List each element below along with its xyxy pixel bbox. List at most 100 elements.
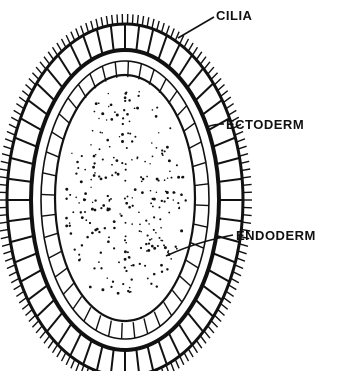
stipple-dot [156,191,158,193]
stipple-dot [122,123,124,125]
stipple-dot [132,205,134,207]
stipple-dot [152,109,154,111]
stipple-dot [134,188,137,191]
ectoderm-cell-wall [59,56,72,77]
stipple-dot [159,206,161,208]
stipple-dot [144,265,146,267]
stipple-dot [128,206,131,209]
stipple-dot [108,106,110,108]
stipple-dot [107,277,109,279]
cilium-stroke [117,14,118,24]
stipple-dot [124,239,126,241]
stipple-dot [156,285,158,287]
stipple-dot [152,156,154,158]
endoderm-cell-wall [84,307,91,321]
ectoderm-cell-wall [37,300,54,317]
ectoderm-cell-wall [59,323,72,344]
stipple-dot [100,207,102,209]
stipple-dot [150,202,152,204]
stipple-dot [140,176,142,178]
stipple-dot [110,286,112,288]
cilia-label: CILIA [216,8,253,23]
endoderm-cell-wall [43,173,57,176]
stipple-dot [95,102,98,105]
ectoderm-cell-wall [16,138,37,147]
stipple-dot [86,236,89,239]
endoderm-cell-wall [173,290,183,302]
stipple-dot [127,132,129,134]
stipple-dot [171,177,173,179]
stipple-dot [132,197,133,198]
stipple-dot [93,155,96,158]
stipple-dot [122,117,124,119]
stipple-dot [100,251,102,253]
stipple-dot [95,154,97,156]
stipple-dot [166,191,169,194]
stipple-dot [120,215,122,217]
stipple-dot [164,179,166,181]
stipple-dot [98,102,100,104]
endoderm-cell-wall [49,251,62,258]
stipple-dot [164,246,167,249]
endoderm-cell-wall [73,297,82,310]
stipple-dot [125,222,127,224]
stipple-dot [139,263,141,265]
stipple-dot [156,178,159,181]
stipple-dot [153,247,156,250]
stipple-dot [119,213,121,215]
stipple-dot [102,158,104,160]
stipple-dot [156,107,158,109]
stipple-dot [161,149,163,151]
stipple-dot [111,174,113,176]
stipple-dot [166,268,168,270]
stipple-dot [94,209,97,212]
stipple-dot [160,227,162,229]
stipple-dot [93,174,96,177]
stipple-dot [124,266,126,268]
stipple-dot [118,261,120,263]
endoderm-cell-wall [44,233,58,237]
ectoderm-cell-wall [208,270,228,282]
endoderm-cell-wall [154,312,160,327]
stipple-dot [139,230,141,232]
ectoderm-cell-wall [47,312,62,331]
stipple-dot [169,170,171,172]
stipple-dot [128,257,130,259]
endoderm-cell-wall [41,194,55,195]
stipple-dot [157,245,159,247]
ectoderm-cell-wall [136,26,139,51]
stipple-dot [65,217,68,220]
stipple-dot [144,161,146,163]
stipple-dot [131,223,133,225]
stipple-dot [90,144,91,145]
ectoderm-cell-wall [29,285,48,299]
ectoderm-cell-wall [71,333,82,355]
ectoderm-cell-wall [195,84,212,101]
endoderm-label: ENDODERM [236,228,316,243]
stipple-dot [105,176,108,179]
stipple-dot [92,202,93,203]
stipple-dot [98,175,100,177]
stipple-dot [117,173,120,176]
stipple-dot [150,190,152,192]
stipple-dot [124,258,127,261]
stipple-dot [131,140,133,142]
stipple-dot [156,147,158,149]
stipple-dot [145,220,147,222]
ectoderm-cell-wall [169,45,180,67]
stipple-dot [139,224,141,226]
stipple-dot [166,146,169,149]
endoderm-cell-wall [68,98,78,110]
ectoderm-cell-wall [158,36,166,59]
stipple-dot [128,99,131,102]
stipple-dot [111,164,113,166]
ectoderm-cell-wall [97,346,103,370]
endoderm-cell-wall [194,224,208,227]
stipple-dot [142,178,145,181]
ectoderm-cell-wall [178,56,191,77]
stipple-dot [147,249,150,252]
stipple-dot [100,267,102,269]
stipple-dot [90,187,91,188]
stipple-dot [75,196,77,198]
stipple-dot [130,291,132,293]
